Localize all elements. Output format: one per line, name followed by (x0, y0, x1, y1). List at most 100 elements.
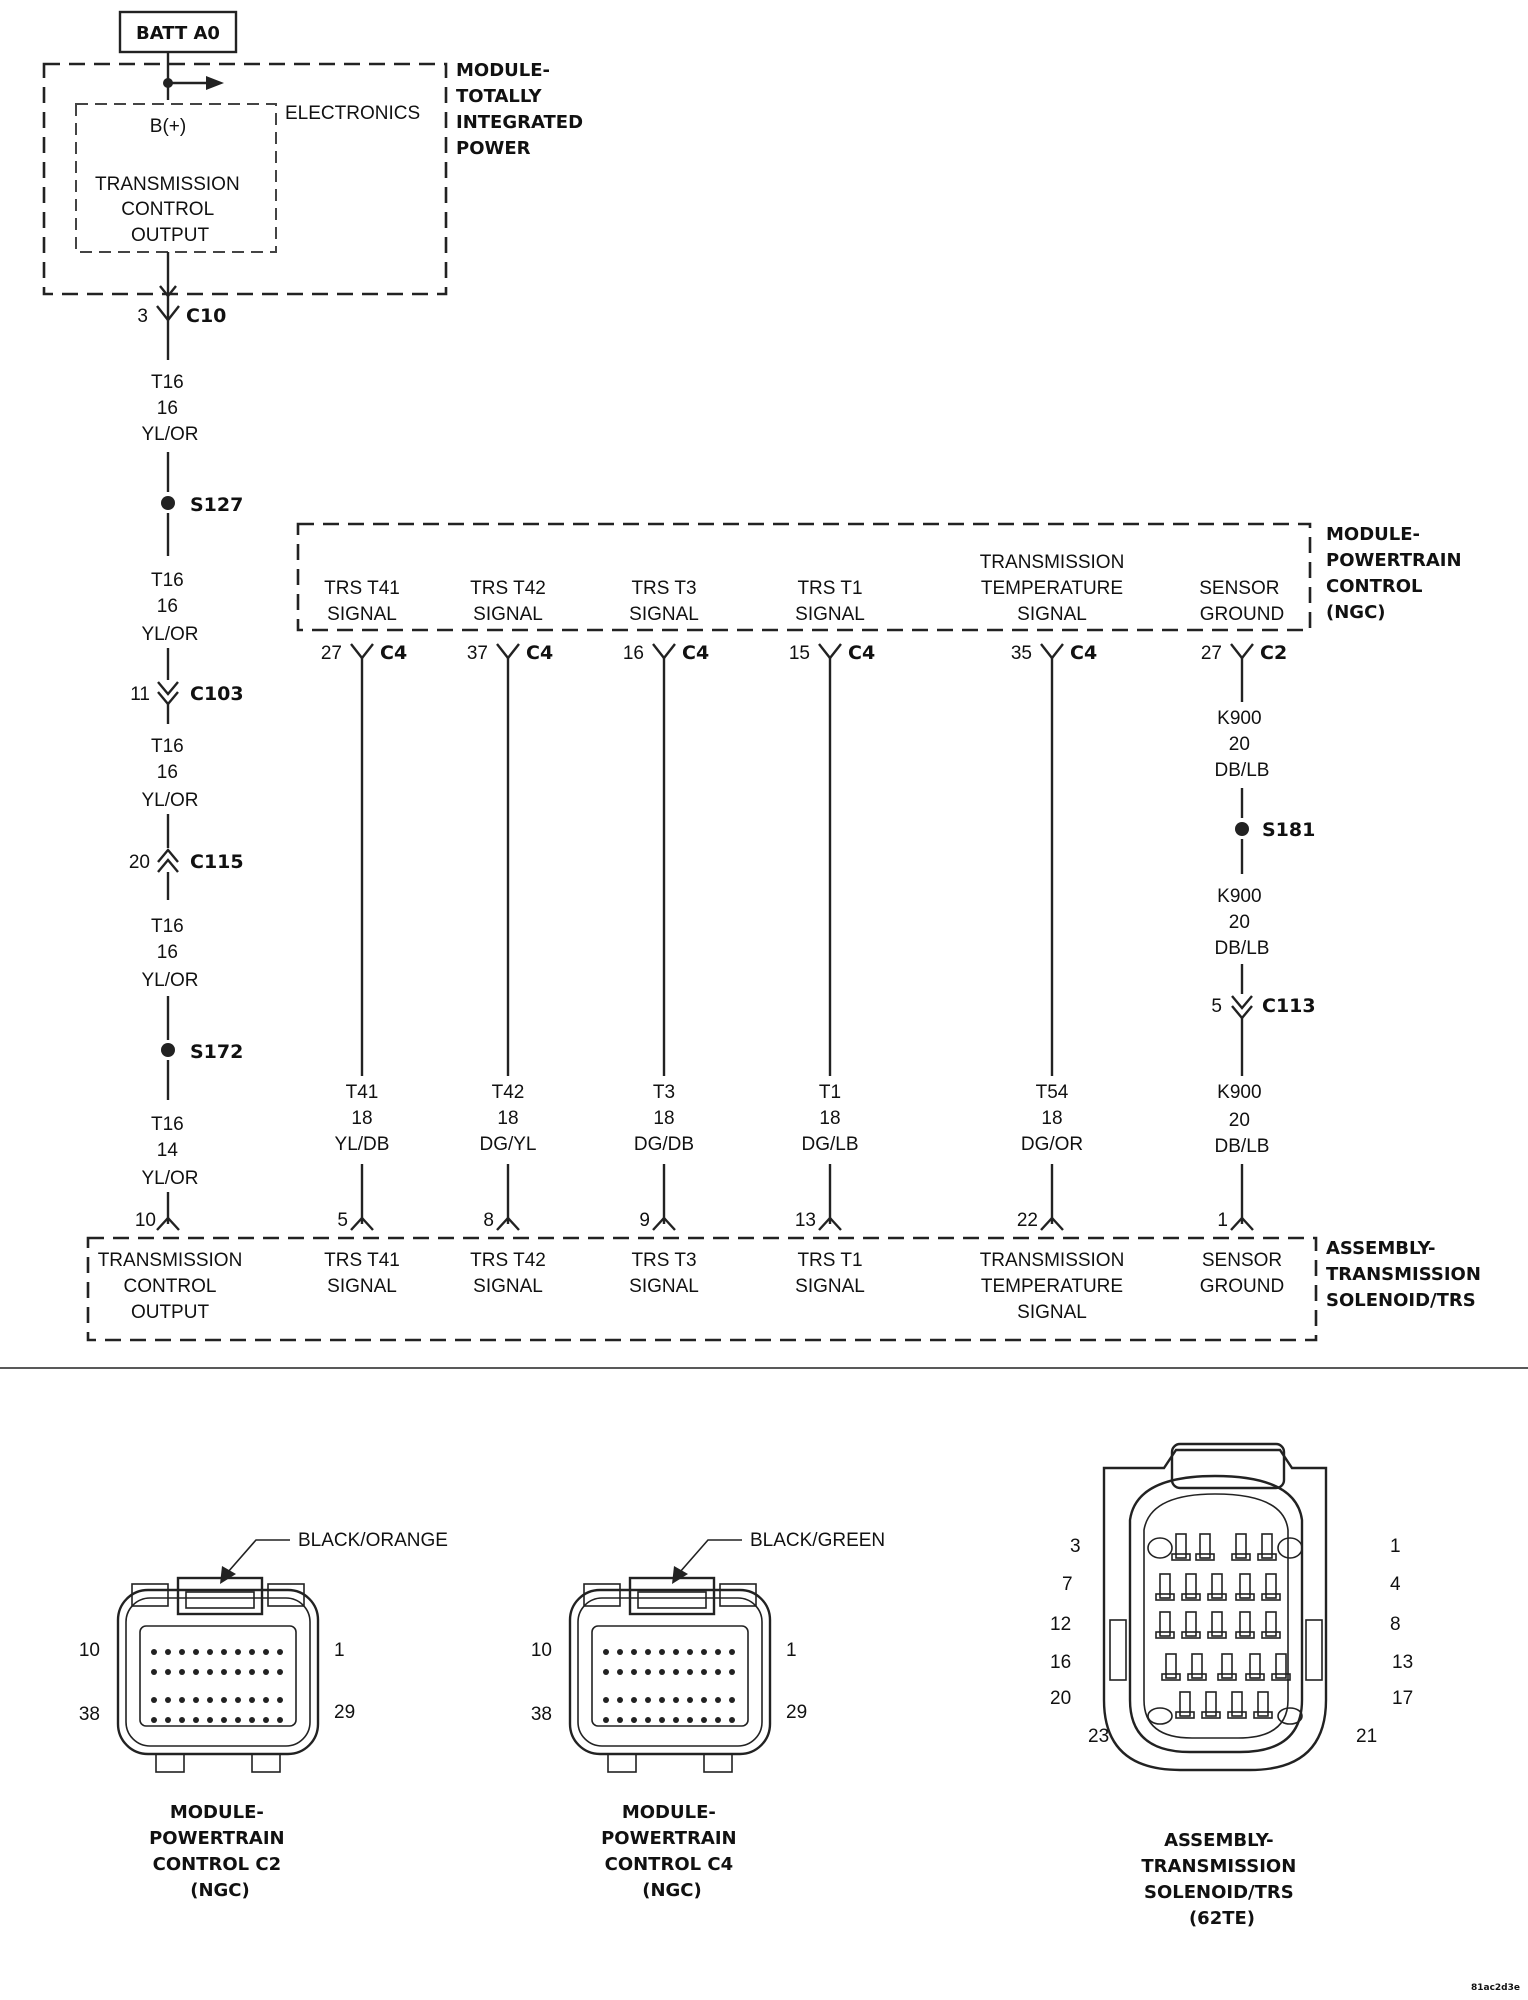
wire-seg4-label: T16 16 YL/OR (141, 916, 198, 991)
connector-c103-symbol (157, 681, 179, 696)
c103-label: C103 (190, 683, 244, 705)
c4-pin-29: 29 (786, 1702, 807, 1723)
c4-pin-field (591, 1625, 749, 1727)
trs-pin-7: 7 (1062, 1574, 1073, 1595)
electronics-box (75, 103, 277, 253)
arrow-right-icon (206, 76, 224, 90)
c4-color-label: BLACK/GREEN (750, 1530, 885, 1551)
trs-pin-1r: 1 (1390, 1536, 1401, 1557)
wire-seg2-label: T16 16 YL/OR (141, 570, 198, 645)
s172-label: S172 (190, 1041, 243, 1063)
trs-latch (1170, 1442, 1286, 1490)
s181-label: S181 (1262, 819, 1315, 841)
connector-c113-symbol (1231, 995, 1253, 1010)
trs-pin-13: 13 (1392, 1652, 1413, 1673)
pcm-ground-pin: 27 (1201, 643, 1222, 664)
pcm-pin-0: 27 (321, 643, 342, 664)
pcm-ground-label: SENSOR GROUND (1199, 578, 1285, 625)
trs-pin-3: 3 (1070, 1536, 1081, 1557)
trs-pin-8: 8 (1390, 1614, 1401, 1635)
s127-label: S127 (190, 494, 243, 516)
pcm-conn-3: C4 (848, 642, 875, 664)
c2-pin-field (139, 1625, 297, 1727)
pcm-module-box (296, 522, 1312, 632)
trs-pin-4: 4 (1390, 1574, 1401, 1595)
pcm-pin-2: 16 (623, 643, 644, 664)
c103-pin: 11 (130, 684, 150, 705)
pcm-conn-0: C4 (380, 642, 407, 664)
c2-pin-29: 29 (334, 1702, 355, 1723)
c115-pin: 20 (129, 852, 150, 873)
pcm-conn-4: C4 (1070, 642, 1097, 664)
ground-seg1-label: K900 20 DB/LB (1215, 708, 1270, 781)
trs-pin-12: 12 (1050, 1614, 1071, 1635)
trs-pin-16: 16 (1050, 1652, 1071, 1673)
c113-label: C113 (1262, 995, 1316, 1017)
tipm-title: MODULE- TOTALLY INTEGRATED POWER (456, 60, 589, 159)
c2-color-label: BLACK/ORANGE (298, 1530, 448, 1551)
connector-c115-symbol (157, 848, 179, 863)
pcm-pin-3: 15 (789, 643, 810, 664)
trs-pin-10: 10 (135, 1210, 156, 1231)
c4-pin-10: 10 (531, 1640, 552, 1661)
c4-pin-38: 38 (531, 1704, 552, 1725)
trs-caption: ASSEMBLY- TRANSMISSION SOLENOID/TRS (62T… (1141, 1830, 1302, 1929)
trs-pin-1: 8 (483, 1210, 494, 1231)
c113-pin: 5 (1211, 996, 1222, 1017)
pcm-pin-1: 37 (467, 643, 488, 664)
bplus-label: B(+) (150, 116, 186, 137)
trs-title: ASSEMBLY- TRANSMISSION SOLENOID/TRS (1326, 1238, 1487, 1311)
trs-assembly-box (86, 1236, 1318, 1342)
c2-pin-1: 1 (334, 1640, 345, 1661)
wire-seg5-label: T16 14 YL/OR (141, 1114, 198, 1189)
wire-seg3-label: T16 16 YL/OR (141, 736, 198, 811)
c10-pin: 3 (137, 306, 148, 327)
c4-pin-1: 1 (786, 1640, 797, 1661)
splice-s127 (161, 496, 175, 510)
trs-cavities (1147, 1533, 1303, 1725)
connector-view-trs: 3 7 12 16 20 23 1 4 8 13 17 21 ASSEMBLY-… (1050, 1442, 1413, 1929)
c10-label: C10 (186, 305, 226, 327)
electronics-label: ELECTRONICS (285, 103, 420, 124)
trs-pin-3: 13 (795, 1210, 816, 1231)
c4-latch (628, 1576, 716, 1616)
trs-pin-20: 20 (1050, 1688, 1071, 1709)
splice-s181 (1235, 822, 1249, 836)
c2-housing (116, 1588, 320, 1756)
connector-trs-pin10-symbol (156, 1216, 180, 1231)
c115-label: C115 (190, 851, 244, 873)
trs-pin-4: 22 (1017, 1210, 1038, 1231)
wire-seg1-label: T16 16 YL/OR (141, 372, 198, 445)
pcm-ground-conn: C2 (1260, 642, 1287, 664)
ground-seg3-label: K900 20 DB/LB (1215, 1082, 1270, 1157)
pcm-conn-1: C4 (526, 642, 553, 664)
ground-seg2-label: K900 20 DB/LB (1215, 886, 1270, 959)
splice-s172 (161, 1043, 175, 1057)
trs-pin-21: 21 (1356, 1726, 1377, 1747)
trs-pin-0: 5 (337, 1210, 348, 1231)
c2-latch (176, 1576, 264, 1616)
connector-view-c2: BLACK/ORANGE 10 1 38 29 MODULE- POWERTRA… (79, 1530, 448, 1901)
connector-view-c4: BLACK/GREEN 10 1 38 29 MODULE- POWERTRAI… (531, 1530, 885, 1901)
pcm-conn-2: C4 (682, 642, 709, 664)
trs-pin-2: 9 (639, 1210, 650, 1231)
